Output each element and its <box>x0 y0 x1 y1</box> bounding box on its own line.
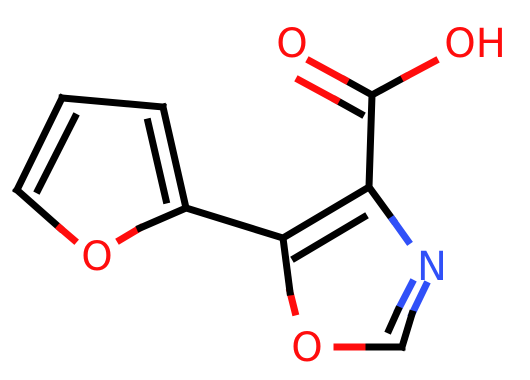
oxazole-bond-c4-c5 <box>278 182 374 243</box>
oxazole-oxygen-label: O <box>291 325 322 371</box>
oxazole-bond-c4-n-blue <box>388 215 413 246</box>
acid-bond-c-o-double-red <box>305 56 350 85</box>
furan-oxygen-label: O <box>81 234 112 280</box>
furan-bond-c2-c3 <box>158 102 191 213</box>
furan-bond-c4-c5 <box>12 93 67 195</box>
furan-bond-c2-c3-inner <box>143 117 171 205</box>
oxazole-bond-c4-c5-inner <box>290 212 369 263</box>
oxazole-ring <box>278 182 431 352</box>
oxazole-bond-n-c2-inner-blue <box>393 278 417 315</box>
oxazole-bond-n-c2 <box>397 309 417 352</box>
acid-bond-c-oh-red <box>400 56 440 82</box>
acid-bond-c-o-double-inner-red <box>294 75 341 105</box>
oxazole-bond-n-c2-inner <box>384 305 403 335</box>
acid-bond-ring-c <box>365 91 376 191</box>
oxazole-bond-o-c5 <box>279 234 294 296</box>
furan-bond-c5-o-red <box>55 223 79 245</box>
oxazole-bond-c4-n <box>364 182 398 225</box>
furan-ring <box>12 93 191 245</box>
ring-linker-bond <box>181 203 288 243</box>
furan-bond-c4-c5-inner <box>33 112 80 195</box>
acid-bond-c-o-double-inner <box>331 95 366 119</box>
furan-bond-c5-o <box>12 185 65 233</box>
acid-bond-c-oh <box>367 72 410 100</box>
acid-bond-c-o-double <box>340 75 377 100</box>
carbonyl-oxygen-label: O <box>276 21 307 67</box>
hydroxyl-label: OH <box>444 21 506 67</box>
furan-bond-o-c2-red <box>115 223 145 245</box>
furan-bond-o-c2 <box>135 203 191 233</box>
oxazole-nitrogen-label: N <box>417 244 447 290</box>
furan-bond-c3-c4 <box>58 94 167 111</box>
carboxylic-acid-group <box>294 56 440 191</box>
oxazole-bond-n-c2-blue <box>407 280 431 319</box>
